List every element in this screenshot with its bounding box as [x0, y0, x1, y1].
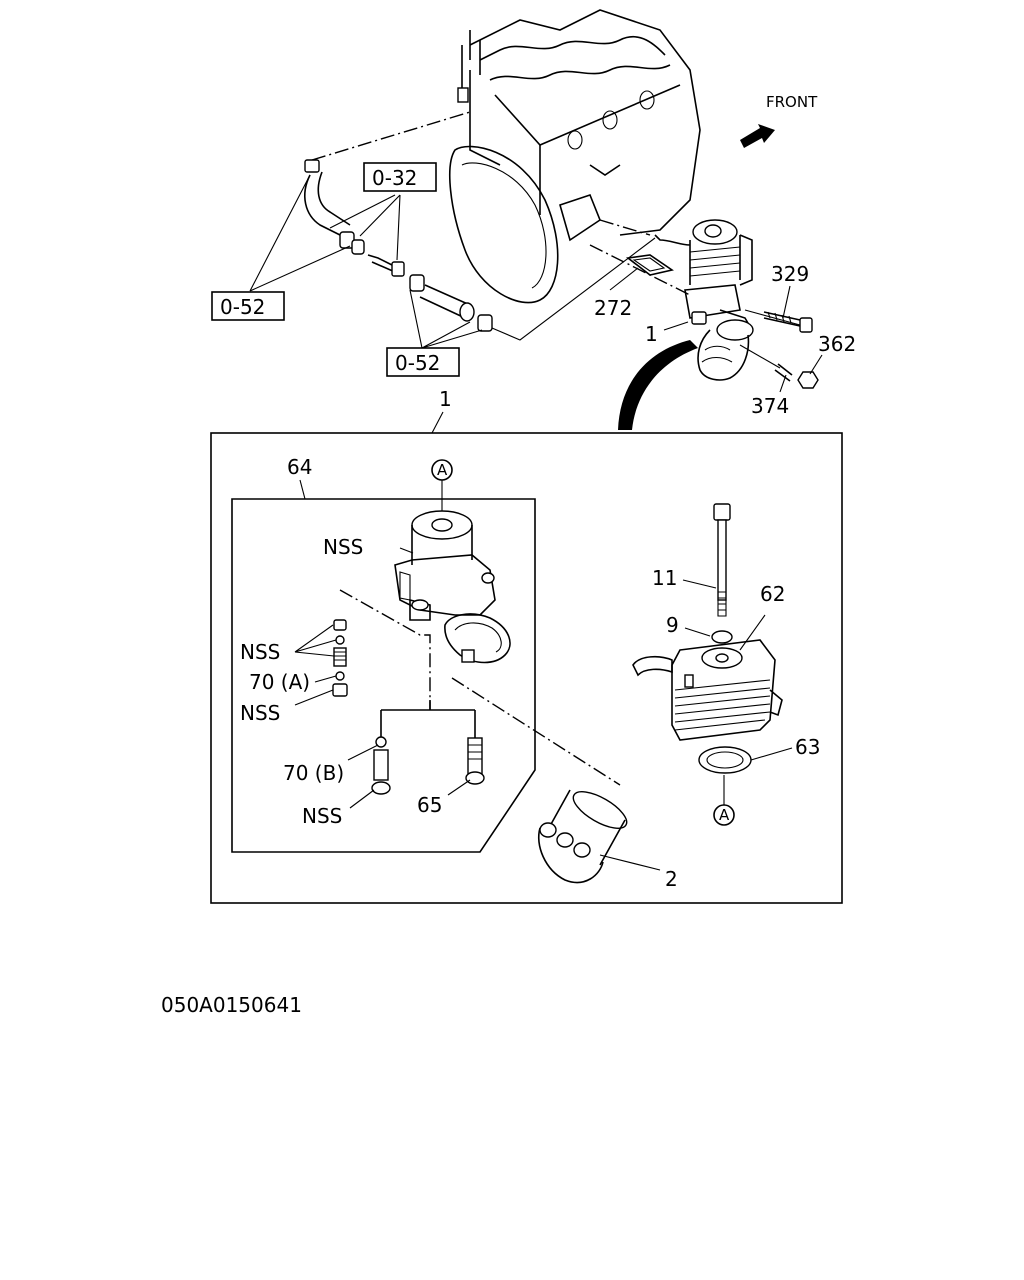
callout-nss-housing: NSS — [323, 535, 363, 559]
callout-374: 374 — [751, 394, 789, 418]
marker-a-bottom: A — [713, 775, 735, 826]
oil-filter-cartridge — [538, 789, 661, 884]
svg-text:0-52: 0-52 — [220, 295, 265, 319]
callout-9: 9 — [666, 613, 679, 637]
washer-9 — [711, 630, 733, 644]
filter-housing — [394, 510, 511, 664]
callout-64: 64 — [287, 455, 312, 479]
callout-11: 11 — [652, 566, 677, 590]
engine-block — [449, 9, 701, 304]
callout-nss-bolt: NSS — [302, 804, 342, 828]
union-bolts — [347, 700, 485, 809]
front-direction-indicator: FRONT — [740, 93, 818, 148]
callout-70b: 70 (B) — [283, 761, 344, 785]
drawing-number: 050A0150641 — [161, 993, 302, 1017]
svg-text:A: A — [719, 806, 730, 824]
top-right-leaders — [609, 267, 823, 393]
oil-cooler-assembly-top — [625, 219, 819, 389]
group-frame-64 — [231, 498, 536, 853]
cooler-bolt — [682, 503, 731, 617]
callout-272: 272 — [594, 296, 632, 320]
callout-2: 2 — [665, 867, 678, 891]
filter-centerline — [451, 677, 621, 786]
ref-box-0-52-bottom: 0-52 — [386, 347, 460, 377]
callout-1-box: 1 — [439, 387, 452, 411]
callout-362: 362 — [818, 332, 856, 356]
ref-box-0-32: 0-32 — [363, 162, 437, 192]
svg-text:A: A — [437, 461, 448, 479]
callout-62: 62 — [760, 582, 785, 606]
callout-nss-plugs: NSS — [240, 640, 280, 664]
oil-cooler-62 — [632, 614, 783, 741]
oil-hose-assembly — [304, 111, 656, 341]
detail-arrow-icon — [618, 340, 698, 430]
callout-63: 63 — [795, 735, 820, 759]
callout-329: 329 — [771, 262, 809, 286]
callout-1-top: 1 — [645, 322, 658, 346]
top-leader-lines — [249, 174, 483, 349]
callout-65: 65 — [417, 793, 442, 817]
callout-70a: 70 (A) — [249, 670, 310, 694]
plug-stack — [294, 589, 431, 710]
callout-nss-plug-low: NSS — [240, 701, 280, 725]
front-arrow-icon — [740, 124, 775, 148]
svg-text:0-52: 0-52 — [395, 351, 440, 375]
front-label: FRONT — [766, 93, 818, 111]
svg-text:0-32: 0-32 — [372, 166, 417, 190]
ref-box-0-52-left: 0-52 — [211, 291, 285, 321]
detail-frame — [210, 432, 843, 904]
